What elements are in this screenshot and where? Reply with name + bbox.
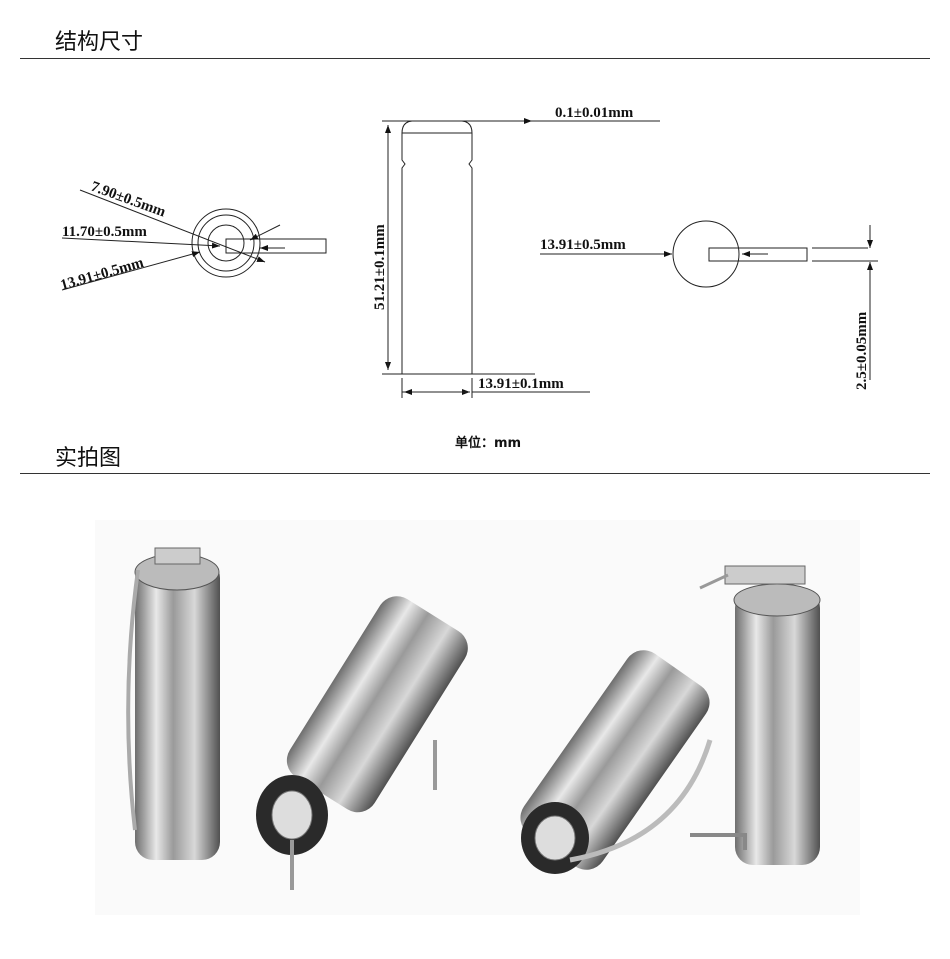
tab-width-label: 2.5±0.05mm [854,311,870,390]
battery-upright [135,560,220,860]
battery-upright-right [735,590,820,865]
product-photo-right [520,520,860,915]
end-view-diagram: 7.90±0.5mm 11.70±0.5mm 13.91±0.5mm [59,179,327,294]
structure-section-title: 结构尺寸 [55,30,144,55]
structure-divider [20,58,930,59]
photo-divider [20,473,930,474]
outer-diameter-right-label: 13.91±0.5mm [540,237,626,253]
mid-diameter-label: 11.70±0.5mm [62,224,147,240]
photo-section-title: 实拍图 [55,446,122,471]
cap-height-label: 0.1±0.01mm [555,105,634,121]
tab-view-diagram: 13.91±0.5mm 2.5±0.05mm [540,220,878,390]
inner-diameter-label: 7.90±0.5mm [89,179,168,221]
product-photo-left [95,520,520,915]
body-diameter-label: 13.91±0.1mm [478,376,564,392]
side-view-diagram: 51.21±0.1mm 13.91±0.1mm 0.1±0.01mm [372,105,660,398]
outer-diameter-left-label: 13.91±0.5mm [59,255,146,294]
length-label: 51.21±0.1mm [372,224,388,310]
unit-label: 单位：mm [455,436,522,451]
